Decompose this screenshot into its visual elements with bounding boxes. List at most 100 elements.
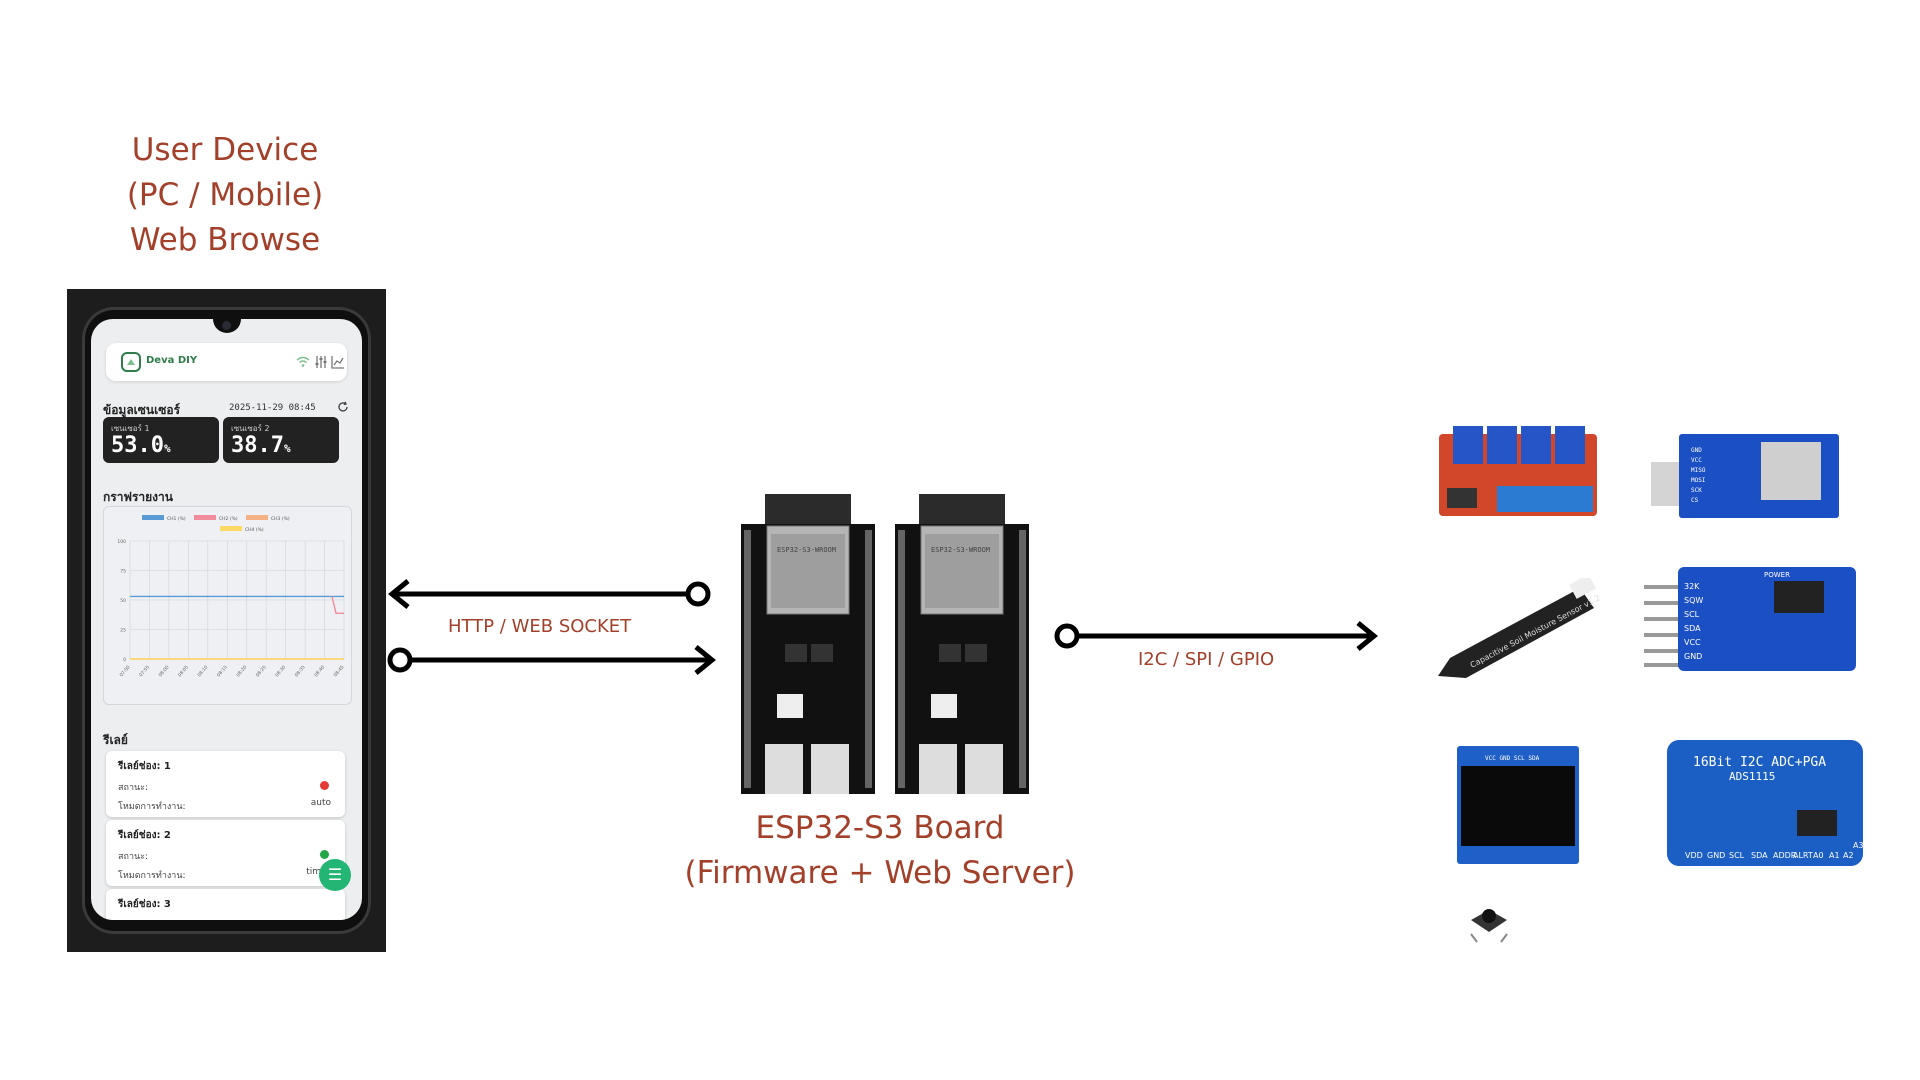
- app-header: Deva DIY: [106, 343, 347, 381]
- adc-pin-label: SCL: [1729, 851, 1745, 860]
- deva-logo-icon: [121, 352, 141, 372]
- series-line: [331, 596, 344, 615]
- relay-card-2[interactable]: รีเลย์ช่อง: 2 สถานะ: โหมดการทำงาน: tim: [106, 820, 345, 886]
- arrow-to-esp: [387, 645, 716, 675]
- rtc-pin-label: SQW: [1684, 596, 1703, 605]
- user-device-title-line-3: Web Browse: [129, 222, 321, 258]
- sensor-label: เซนเซอร์ 2: [231, 424, 270, 433]
- wifi-icon[interactable]: [296, 355, 310, 369]
- esp-board-title: ESP32-S3 Board (Firmware + Web Server): [640, 806, 1120, 896]
- user-device-title: User Device (PC / Mobile) Web Browse: [60, 128, 390, 263]
- arrow-to-phone: [388, 579, 711, 609]
- oled-display-image: VCC GND SCL SDA: [1457, 746, 1579, 864]
- i2c-spi-gpio-label: I2C / SPI / GPIO: [1138, 649, 1275, 670]
- relay-module-image: [1439, 426, 1597, 516]
- relay-title: รีเลย์ช่อง: 3: [118, 899, 171, 910]
- esp-module-label: ESP32-S3-WROOM: [777, 546, 836, 554]
- rtc-pin-label: GND: [1684, 652, 1702, 661]
- menu-fab-button[interactable]: ☰: [319, 859, 351, 891]
- legend-swatch: [220, 526, 242, 531]
- sensor-value: 38.7%: [231, 433, 291, 458]
- push-button-image: [1470, 909, 1508, 943]
- phone-notch: [213, 319, 241, 333]
- relay-mode-label: โหมดการทำงาน:: [118, 802, 186, 812]
- adc-pin-label: A0: [1813, 851, 1824, 860]
- relay-mode-label: โหมดการทำงาน:: [118, 871, 186, 881]
- adc-title-line-1: 16Bit I2C ADC+PGA: [1693, 755, 1826, 770]
- legend-label: CH4 (%): [245, 527, 264, 533]
- adc-pin-label: A1: [1829, 851, 1840, 860]
- legend-label: CH2 (%): [219, 516, 238, 522]
- adc-pin-label: SDA: [1751, 851, 1768, 860]
- sensor-value: 53.0%: [111, 433, 171, 458]
- app-logo-text: Deva DIY: [146, 355, 198, 366]
- relay-section-title: รีเลย์: [103, 733, 128, 747]
- relay-title: รีเลย์ช่อง: 2: [118, 830, 171, 841]
- sensor-section-title: ข้อมูลเซนเซอร์: [103, 403, 181, 417]
- status-dot-icon: [320, 850, 329, 859]
- esp32-board-image: ESP32-S3-WROOM: [895, 494, 1029, 794]
- y-tick-label: 0: [123, 657, 126, 663]
- adc-pin-label: ALRT: [1793, 851, 1813, 860]
- sensor-line-chart: CH1 (%)CH2 (%)CH3 (%)CH4 (%)100755025007…: [117, 515, 346, 678]
- sensor-card-1: เซนเซอร์ 1 53.0%: [103, 417, 219, 463]
- rtc-module-image: POWER 32K SQW SCL SDA VCC GND: [1644, 567, 1856, 671]
- relay-card-3[interactable]: รีเลย์ช่อง: 3: [106, 889, 345, 920]
- soil-moisture-sensor-image: Capacitive Soil Moisture Sensor v1.2: [1438, 578, 1600, 678]
- microsd-module-image: GND VCC MISO MOSI SCK CS: [1651, 434, 1839, 518]
- legend-swatch: [194, 515, 216, 520]
- soil-sensor-label: Capacitive Soil Moisture Sensor v1.2: [1469, 593, 1600, 669]
- sd-pin-label: MISO: [1691, 467, 1706, 474]
- adc-title-line-2: ADS1115: [1729, 770, 1775, 783]
- esp-board-title-line-2: (Firmware + Web Server): [684, 855, 1076, 891]
- relay-status-label: สถานะ:: [118, 783, 149, 793]
- sensor-label: เซนเซอร์ 1: [111, 424, 150, 433]
- adc-pin-label: A2: [1843, 851, 1854, 860]
- phone-image-frame: Deva DIY ข้อมูลเซนเซอร์ 202: [67, 289, 386, 952]
- relay-mode-value[interactable]: auto: [310, 798, 331, 808]
- relay-status-label: สถานะ:: [118, 852, 149, 862]
- rtc-pin-label: SCL: [1684, 610, 1700, 619]
- adc-pin-label: ADDR: [1773, 851, 1797, 860]
- legend-label: CH1 (%): [167, 516, 186, 522]
- adc-pin-label: VDD: [1685, 851, 1703, 860]
- user-device-title-line-2: (PC / Mobile): [126, 177, 324, 213]
- phone-screen: Deva DIY ข้อมูลเซนเซอร์ 202: [91, 319, 362, 920]
- sd-pin-label: GND: [1691, 447, 1702, 454]
- adc-pin-label: GND: [1707, 851, 1725, 860]
- sd-pin-label: CS: [1691, 497, 1699, 504]
- adc-pin-label: A3: [1853, 841, 1863, 850]
- sensor-card-2: เซนเซอร์ 2 38.7%: [223, 417, 339, 463]
- http-websocket-label: HTTP / WEB SOCKET: [448, 616, 632, 637]
- chart-icon[interactable]: [331, 355, 345, 369]
- rtc-pin-label: VCC: [1684, 638, 1701, 647]
- rtc-pin-label: SDA: [1684, 624, 1701, 633]
- legend-swatch: [142, 515, 164, 520]
- y-tick-label: 100: [117, 539, 126, 545]
- camera-icon: [222, 321, 231, 330]
- esp32-board-image: ESP32-S3-WROOM: [741, 494, 875, 794]
- rtc-pin-label: 32K: [1684, 582, 1700, 591]
- legend-label: CH3 (%): [271, 516, 290, 522]
- relay-card-1[interactable]: รีเลย์ช่อง: 1 สถานะ: โหมดการทำงาน: auto: [106, 751, 345, 817]
- sd-pin-label: MOSI: [1691, 477, 1706, 484]
- y-tick-label: 50: [120, 598, 126, 604]
- legend-swatch: [246, 515, 268, 520]
- sd-pin-label: SCK: [1691, 487, 1702, 494]
- relay-title: รีเลย์ช่อง: 1: [118, 761, 171, 772]
- status-dot-icon: [320, 781, 329, 790]
- user-device-title-line-1: User Device: [131, 132, 319, 168]
- relay-mode-value[interactable]: tim: [306, 867, 321, 877]
- y-tick-label: 25: [120, 628, 126, 634]
- arrow-to-peripherals: [1054, 621, 1378, 651]
- phone-body: Deva DIY ข้อมูลเซนเซอร์ 202: [82, 307, 371, 934]
- esp-module-label: ESP32-S3-WROOM: [931, 546, 990, 554]
- graph-section-title: กราฟรายงาน: [103, 490, 173, 504]
- oled-pin-label: VCC GND SCL SDA: [1485, 755, 1540, 762]
- ads1115-module-image: 16Bit I2C ADC+PGA ADS1115 VDD GND SCL SD…: [1667, 740, 1863, 866]
- refresh-icon[interactable]: [337, 401, 349, 413]
- sliders-icon[interactable]: [314, 355, 328, 369]
- y-tick-label: 75: [120, 569, 126, 575]
